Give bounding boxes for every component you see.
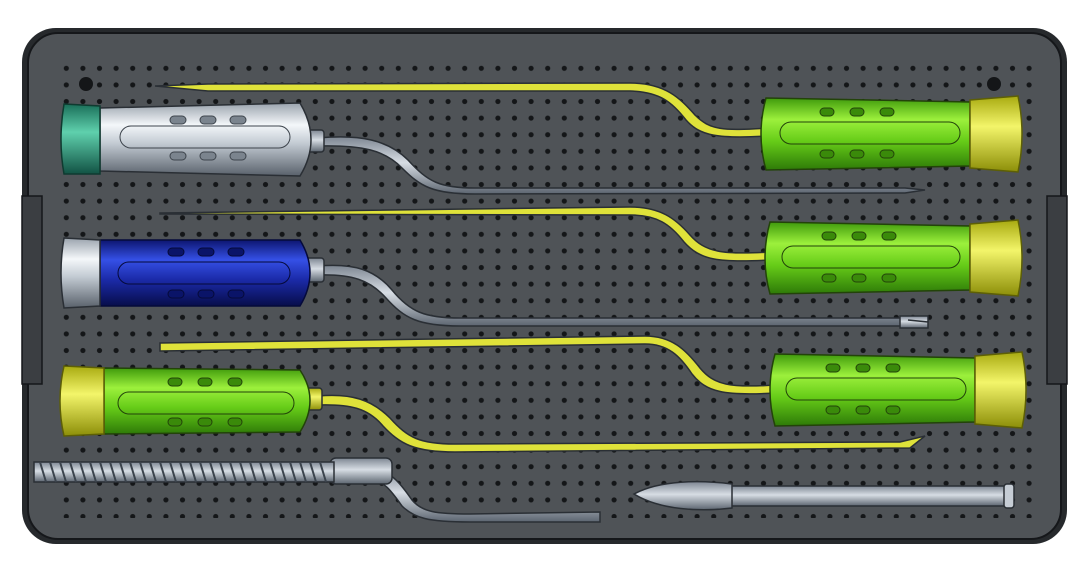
steel-shaft xyxy=(317,136,926,195)
rod-end xyxy=(1003,483,1015,509)
yellow-curved-probe xyxy=(59,365,926,453)
white-handle-grip xyxy=(119,115,291,161)
white-endcap xyxy=(60,237,101,309)
rod-shaft xyxy=(727,485,1013,507)
yellow-probe-top xyxy=(154,82,1023,173)
green-handle xyxy=(103,367,311,435)
rod-collar xyxy=(329,457,393,485)
yellow-shaft xyxy=(317,394,926,453)
white-handle xyxy=(99,102,312,177)
blue-handle xyxy=(99,239,311,307)
green-handle xyxy=(764,221,971,295)
spear-tip-rod xyxy=(632,480,1015,511)
corner-hole-top-left xyxy=(79,77,93,91)
green-handle-grip xyxy=(779,107,961,159)
rod-shaft xyxy=(369,467,601,523)
spear-tip xyxy=(632,480,733,511)
yellow-endcap xyxy=(59,365,105,437)
yellow-probe-lower xyxy=(159,335,1027,429)
yellow-endcap xyxy=(969,95,1023,173)
steel-probe xyxy=(60,102,926,195)
yellow-probe-middle xyxy=(159,206,1023,297)
steel-fork-probe xyxy=(60,237,929,329)
green-handle-grip xyxy=(785,363,967,415)
tray-right-tab xyxy=(1046,195,1068,385)
green-handle xyxy=(769,353,976,427)
green-handle-grip xyxy=(781,231,961,283)
corner-hole-top-right xyxy=(987,77,1001,91)
green-handle-grip xyxy=(117,377,295,427)
yellow-endcap xyxy=(974,351,1027,429)
green-handle xyxy=(760,97,971,171)
yellow-endcap xyxy=(969,219,1023,297)
fork-tip xyxy=(899,315,929,329)
teal-endcap xyxy=(60,103,101,175)
threaded-rod xyxy=(33,457,601,523)
blue-handle-grip xyxy=(117,247,291,299)
tray-left-tab xyxy=(21,195,43,385)
thread-lines xyxy=(39,461,327,483)
